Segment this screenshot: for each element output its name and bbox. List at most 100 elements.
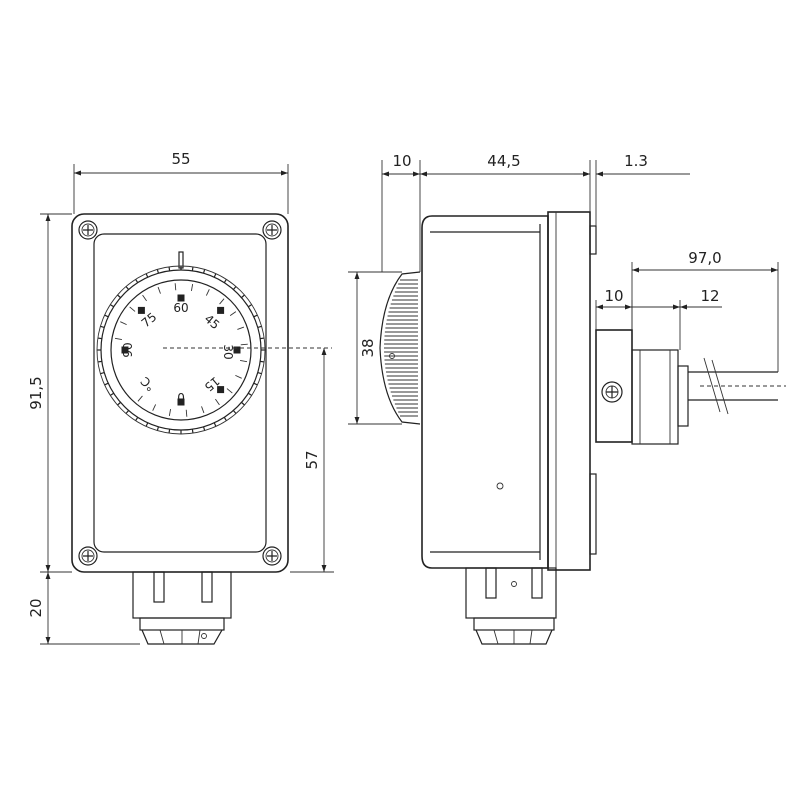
dial-knurl-tooth bbox=[253, 314, 258, 318]
dial-knurl-tooth bbox=[97, 360, 102, 363]
corner-screw-top-left bbox=[78, 220, 98, 240]
dial-knurl-tooth bbox=[110, 392, 115, 396]
dial-scale-tick bbox=[215, 398, 220, 406]
dial-scale-tick bbox=[229, 311, 237, 316]
side-knob bbox=[379, 271, 421, 425]
dial-knurl-tooth bbox=[257, 325, 262, 329]
dial-outer-edge bbox=[96, 265, 266, 435]
dial-knurl-tooth bbox=[260, 360, 265, 363]
dial-scale-dot bbox=[217, 306, 225, 314]
dim-gland-height: 20 bbox=[27, 598, 45, 617]
dial-knurl-tooth bbox=[247, 304, 252, 308]
dial-knurl-tooth bbox=[191, 429, 194, 434]
dial-knurl-tooth bbox=[110, 304, 115, 308]
dial-scale-tick bbox=[174, 283, 177, 291]
dial-knurled-ring bbox=[96, 265, 266, 435]
dim-body-depth: 44,5 bbox=[487, 152, 520, 170]
fitting-screw bbox=[601, 381, 623, 403]
dial-label-60: 60 bbox=[173, 301, 188, 315]
dim-knob-diameter: 38 bbox=[359, 338, 377, 357]
side-body bbox=[421, 215, 549, 569]
dial-scale-tick bbox=[152, 404, 157, 411]
dial-scale-tick bbox=[201, 406, 205, 414]
dial-scale-tick bbox=[237, 326, 245, 330]
dim-thread-length: 12 bbox=[700, 287, 719, 305]
dial-scale-tick bbox=[142, 294, 147, 302]
dial-knurl-tooth bbox=[253, 382, 258, 386]
side-probe-tube bbox=[688, 357, 786, 415]
dial-knurl-tooth bbox=[168, 266, 171, 271]
dial-scale-tick bbox=[205, 289, 210, 296]
dial-label-90: 90 bbox=[121, 342, 135, 357]
dial-knurl-tooth bbox=[202, 269, 206, 274]
dial-label-30: 30 bbox=[221, 344, 235, 359]
dial-knurl-tooth bbox=[168, 429, 171, 434]
corner-screw-bottom-right bbox=[262, 546, 282, 566]
dial-knurl-tooth bbox=[213, 422, 217, 427]
dial-scale-tick bbox=[226, 388, 233, 394]
dial-knurl-tooth bbox=[125, 286, 130, 290]
dial-knurl-tooth bbox=[156, 426, 160, 431]
dial-knurl-tooth bbox=[100, 371, 105, 375]
dim-front-height: 91,5 bbox=[27, 376, 45, 409]
dial-scale-dot bbox=[121, 346, 129, 354]
dial-scale-tick bbox=[137, 395, 143, 402]
front-inner-frame bbox=[93, 233, 267, 553]
dial-label-45: 45 bbox=[202, 312, 223, 333]
dial-knurl-tooth bbox=[241, 401, 245, 406]
dim-plate-depth: 1.3 bbox=[624, 152, 648, 170]
dial-scale-dot bbox=[217, 386, 225, 394]
dim-knob-depth: 10 bbox=[392, 152, 411, 170]
dial-knurl-tooth bbox=[223, 279, 227, 284]
dial-knurl-tooth bbox=[117, 294, 121, 299]
dial-knurl-tooth bbox=[125, 410, 130, 414]
dial-knurl-tooth bbox=[260, 337, 265, 340]
side-fitting-block bbox=[595, 329, 689, 445]
dial-scale-tick bbox=[168, 409, 172, 417]
dim-front-width: 55 bbox=[171, 150, 190, 168]
dial-scale-dot bbox=[177, 398, 185, 406]
dial-knurl-tooth bbox=[241, 294, 245, 299]
side-mounting-plate bbox=[547, 211, 597, 571]
dial-scale-tick bbox=[157, 286, 161, 294]
dial-knurl-tooth bbox=[104, 314, 109, 318]
dim-probe-length: 97,0 bbox=[688, 249, 721, 267]
dial-knurl-tooth bbox=[104, 382, 109, 386]
dial-knurl-tooth bbox=[156, 269, 160, 274]
dial-scale-dot bbox=[233, 346, 241, 354]
dial-knurl-tooth bbox=[223, 416, 227, 421]
dim-fitting-length: 10 bbox=[604, 287, 623, 305]
dial-knurl-tooth bbox=[247, 392, 252, 396]
dial-knurl-tooth bbox=[191, 266, 194, 271]
dial-scale-tick bbox=[240, 343, 248, 346]
dial-knurl-tooth bbox=[232, 286, 237, 290]
corner-screw-top-right bbox=[262, 220, 282, 240]
dial-scale-dots bbox=[121, 294, 241, 406]
dim-dial-centre-height: 57 bbox=[303, 450, 321, 469]
dial-label-0: 0 bbox=[177, 390, 185, 404]
dial-knurl-tooth bbox=[135, 416, 139, 421]
dial-knurl-tooth bbox=[100, 325, 105, 329]
side-view bbox=[379, 211, 786, 645]
dial-scale-tick bbox=[114, 337, 122, 341]
side-cable-gland bbox=[465, 567, 557, 645]
dial-knurl-tooth bbox=[97, 337, 102, 340]
dial-scale-tick bbox=[219, 298, 225, 305]
dimension-lines bbox=[40, 160, 779, 645]
dial-scale-dot bbox=[137, 306, 145, 314]
front-cable-gland bbox=[132, 571, 232, 645]
side-knob-knurl bbox=[384, 279, 418, 417]
dial-unit-label: °C bbox=[138, 374, 158, 394]
dial-scale-tick bbox=[240, 359, 248, 363]
dial-knurl-tooth bbox=[117, 401, 121, 406]
dial-knurl-tooth bbox=[135, 279, 139, 284]
dial-knurl-tooth bbox=[257, 371, 262, 375]
dial-knurl-tooth bbox=[145, 273, 149, 278]
front-view: 90 75 60 45 30 15 0 °C bbox=[71, 213, 332, 645]
temperature-dial: 90 75 60 45 30 15 0 °C bbox=[96, 265, 266, 435]
dial-scale-dot bbox=[177, 294, 185, 302]
corner-screw-bottom-left bbox=[78, 546, 98, 566]
dial-scale-tick bbox=[120, 321, 127, 326]
dial-scale-ticks bbox=[114, 283, 248, 417]
